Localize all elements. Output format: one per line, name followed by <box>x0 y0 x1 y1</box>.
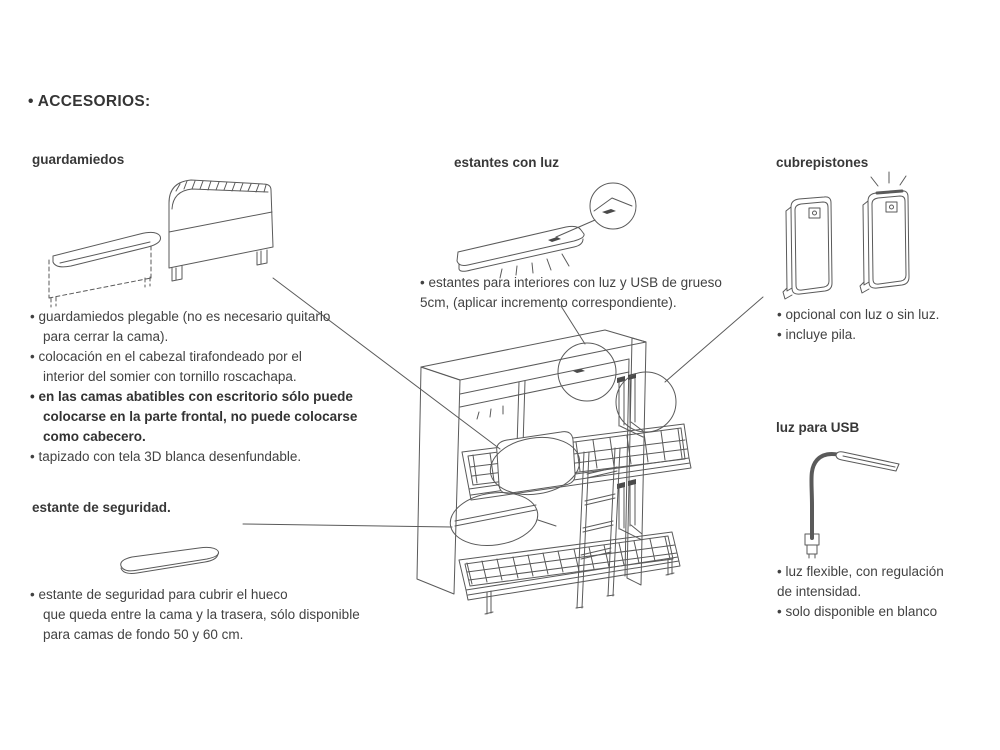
shelf-usb-icon <box>573 369 585 373</box>
bullet-line: que queda entre la cama y la trasera, só… <box>43 607 360 622</box>
upper-bed-drawing <box>461 373 692 501</box>
installed-bed-guard <box>496 431 576 494</box>
bullet-line: • incluye pila. <box>777 327 857 342</box>
luz-usb-bullets: • luz flexible, con regulación de intens… <box>777 562 944 622</box>
bullet-line: • guardamiedos plegable (no es necesario… <box>30 309 331 324</box>
bullet-line: colocarse en la parte frontal, no puede … <box>43 409 358 424</box>
guardamiedos-bullets: • guardamiedos plegable (no es necesario… <box>30 307 357 467</box>
heading-cubrepistones: cubrepistones <box>776 155 869 170</box>
heading-guardamiedos: guardamiedos <box>32 152 125 167</box>
leader-guardamiedos <box>272 277 501 450</box>
callout-circle-piston <box>615 371 677 433</box>
bullet-line: 5cm, (aplicar incremento correspondiente… <box>420 295 677 310</box>
usb-port-icon <box>548 237 561 242</box>
estantes-luz-drawing <box>456 182 637 279</box>
lower-bed-drawing <box>454 479 681 615</box>
bullet-line: • solo disponible en blanco <box>777 604 938 619</box>
bullet-line: • colocación en el cabezal tirafondeado … <box>30 349 302 364</box>
callout-ellipse-safety-shelf <box>449 492 539 546</box>
piston-cover-button <box>885 201 898 213</box>
bullet-line: • estante de seguridad para cubrir el hu… <box>30 587 288 602</box>
callout-circle-shelf-light <box>557 342 617 402</box>
leader-lines <box>242 277 764 528</box>
piston-cover-button <box>808 207 821 219</box>
bullet-line: • luz flexible, con regulación <box>777 564 944 579</box>
leader-estante-seguridad <box>242 519 557 528</box>
bullet-line: para camas de fondo 50 y 60 cm. <box>43 627 244 642</box>
magnifier-circle <box>589 182 637 230</box>
usb-port-zoom-icon <box>602 209 616 214</box>
callout-ellipse-bed-guard <box>489 436 581 496</box>
bunk-bed-cabinet-drawing <box>416 329 692 615</box>
light-rays-icon <box>499 253 570 279</box>
ladder-drawing <box>575 447 621 609</box>
cubrepistones-drawing <box>782 171 910 300</box>
bullet-line: para cerrar la cama). <box>43 329 169 344</box>
heading-estante-seguridad: estante de seguridad. <box>32 500 171 515</box>
estantes-luz-bullets: • estantes para interiores con luz y USB… <box>420 273 722 313</box>
shelf-light-rays-icon <box>476 405 504 420</box>
bullet-line: • en las camas abatibles con escritorio … <box>30 389 353 404</box>
cubrepistones-bullets: • opcional con luz o sin luz. • incluye … <box>777 305 939 345</box>
bullet-line: • estantes para interiores con luz y USB… <box>420 275 722 290</box>
guardamiedos-upright-drawing <box>168 179 274 282</box>
leader-estantes-luz <box>560 305 586 345</box>
bullet-line: de intensidad. <box>777 584 862 599</box>
bullet-line: • opcional con luz o sin luz. <box>777 307 940 322</box>
heading-luz-usb: luz para USB <box>776 420 860 435</box>
heading-estantes-luz: estantes con luz <box>454 155 560 170</box>
bullet-line: como cabecero. <box>43 429 146 444</box>
page-title: • ACCESORIOS: <box>28 93 151 110</box>
luz-usb-drawing <box>804 451 900 559</box>
leader-cubrepistones <box>664 296 764 383</box>
guardamiedos-folded-drawing <box>48 231 161 308</box>
bullet-line: • tapizado con tela 3D blanca desenfunda… <box>30 449 302 464</box>
estante-seguridad-bullets: • estante de seguridad para cubrir el hu… <box>30 585 360 645</box>
light-rays-icon <box>870 171 907 187</box>
bullet-line: interior del somier con tornillo roscach… <box>43 369 297 384</box>
estante-seguridad-drawing <box>120 546 219 574</box>
